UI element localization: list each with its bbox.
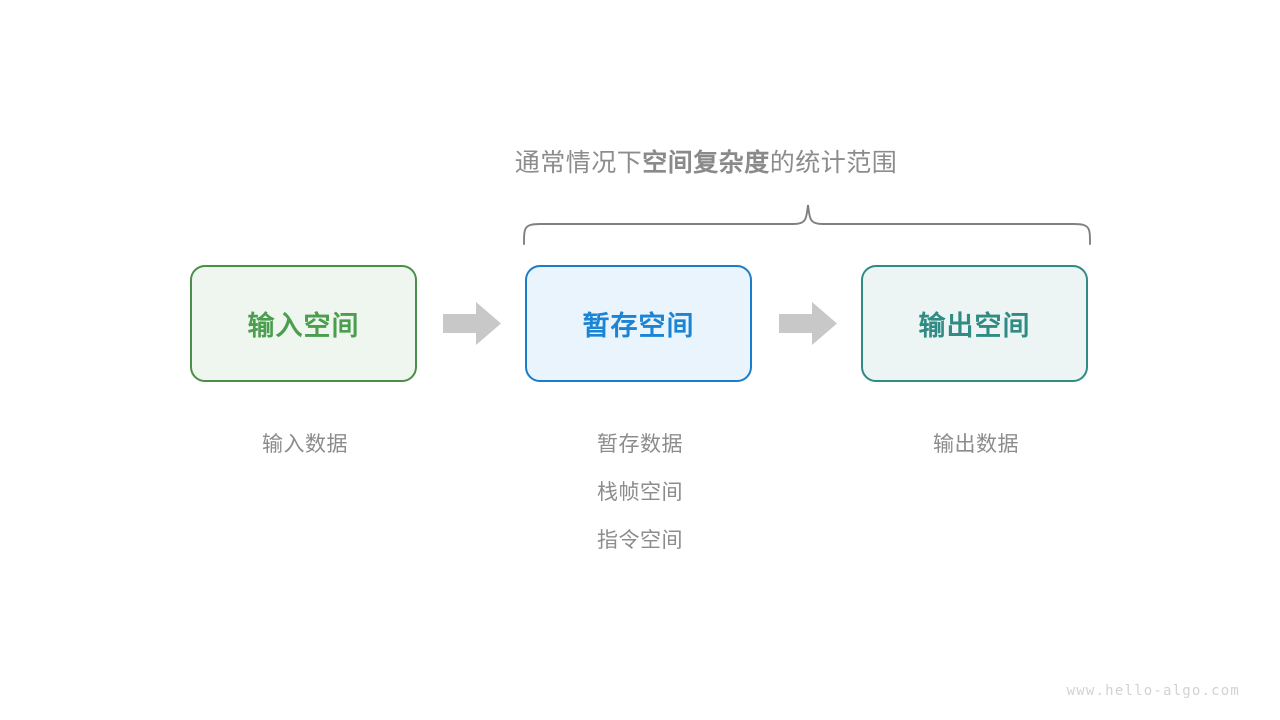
scope-brace-icon bbox=[523, 204, 1091, 245]
stage-box-input[interactable]: 输入空间 bbox=[190, 265, 417, 382]
caption-item: 指令空间 bbox=[597, 529, 683, 552]
stage-box-temp[interactable]: 暂存空间 bbox=[525, 265, 752, 382]
captions-temp: 暂存数据 栈帧空间 指令空间 bbox=[490, 421, 790, 565]
site-watermark: www.hello-algo.com bbox=[1066, 683, 1240, 699]
scope-title: 通常情况下空间复杂度的统计范围 bbox=[0, 145, 1280, 181]
stage-box-output-label: 输出空间 bbox=[918, 311, 1031, 341]
scope-title-suffix: 的统计范围 bbox=[769, 149, 898, 177]
scope-title-prefix: 通常情况下 bbox=[514, 149, 643, 177]
right-arrow-icon bbox=[779, 302, 837, 345]
caption-item: 暂存数据 bbox=[597, 433, 683, 456]
caption-item: 栈帧空间 bbox=[597, 481, 683, 504]
stage-box-input-label: 输入空间 bbox=[247, 311, 360, 341]
captions-input: 输入数据 bbox=[155, 421, 455, 469]
stage-box-output[interactable]: 输出空间 bbox=[861, 265, 1088, 382]
caption-item: 输出数据 bbox=[933, 433, 1019, 456]
caption-item: 输入数据 bbox=[262, 433, 348, 456]
right-arrow-icon bbox=[443, 302, 501, 345]
captions-output: 输出数据 bbox=[826, 421, 1126, 469]
flow-arrow-input-to-temp bbox=[443, 302, 501, 345]
scope-brace bbox=[512, 196, 1102, 256]
stage-box-temp-label: 暂存空间 bbox=[582, 311, 695, 341]
flow-arrow-temp-to-output bbox=[779, 302, 837, 345]
scope-title-emphasis: 空间复杂度 bbox=[642, 149, 770, 177]
